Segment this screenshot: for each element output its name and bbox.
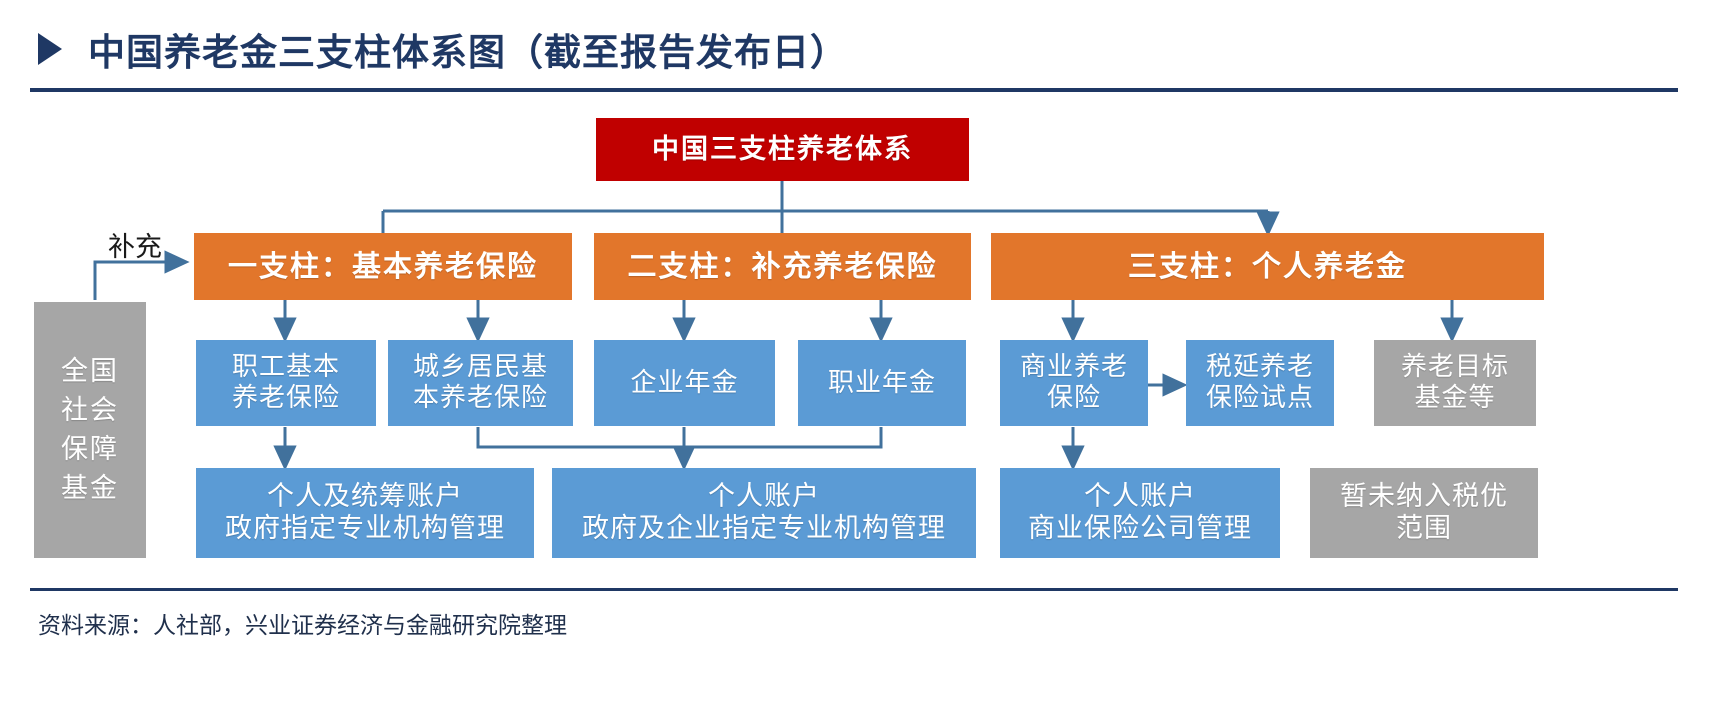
title-divider — [30, 88, 1678, 92]
node-line: 本养老保险 — [412, 383, 548, 413]
national-social-security-fund-node[interactable]: 全国 社会 保障 基金 — [34, 302, 146, 558]
account-line: 政府指定专业机构管理 — [225, 513, 505, 544]
node-tax-deferred-pension-pilot[interactable]: 税延养老 保险试点 — [1186, 340, 1334, 426]
pillar-2-label: 二支柱：补充养老保险 — [627, 249, 938, 284]
pillar-2-node[interactable]: 二支柱：补充养老保险 — [594, 233, 971, 300]
ssf-line: 保障 — [61, 434, 119, 465]
node-line: 职业年金 — [827, 367, 936, 398]
ssf-line: 全国 — [61, 355, 119, 387]
account-line: 个人账户 — [1084, 481, 1196, 513]
source-note: 资料来源：人社部，兴业证券经济与金融研究院整理 — [38, 613, 567, 639]
node-line: 养老保险 — [231, 383, 340, 413]
node-line: 保险 — [1046, 383, 1101, 413]
account-line: 暂未纳入税优 — [1340, 481, 1508, 513]
root-node-label: 中国三支柱养老体系 — [652, 133, 913, 165]
node-commercial-pension-insurance[interactable]: 商业养老 保险 — [1000, 340, 1148, 426]
ssf-line: 基金 — [61, 473, 119, 505]
node-employee-basic-pension[interactable]: 职工基本 养老保险 — [196, 340, 376, 426]
page-title: 中国养老金三支柱体系图（截至报告发布日） — [30, 22, 848, 76]
pillar-1-label: 一支柱：基本养老保险 — [227, 249, 538, 284]
node-target-date-fund[interactable]: 养老目标 基金等 — [1374, 340, 1536, 426]
account-line: 商业保险公司管理 — [1028, 513, 1252, 544]
root-node[interactable]: 中国三支柱养老体系 — [596, 118, 969, 181]
pillar-1-node[interactable]: 一支柱：基本养老保险 — [194, 233, 572, 300]
title-text: 中国养老金三支柱体系图（截至报告发布日） — [88, 30, 848, 74]
node-line: 商业养老 — [1019, 352, 1128, 383]
supplement-label: 补充 — [108, 232, 162, 263]
account-line: 政府及企业指定专业机构管理 — [582, 513, 946, 544]
node-line: 基金等 — [1414, 383, 1496, 413]
pillar-3-node[interactable]: 三支柱：个人养老金 — [991, 233, 1544, 300]
node-line: 企业年金 — [630, 367, 739, 398]
pillar-3-label: 三支柱：个人养老金 — [1127, 249, 1407, 284]
account-line: 个人账户 — [708, 481, 820, 513]
node-line: 保险试点 — [1205, 383, 1314, 413]
node-line: 养老目标 — [1400, 352, 1509, 383]
account-pillar-1[interactable]: 个人及统筹账户 政府指定专业机构管理 — [196, 468, 534, 558]
account-pillar-2[interactable]: 个人账户 政府及企业指定专业机构管理 — [552, 468, 976, 558]
ssf-line: 社会 — [61, 394, 119, 426]
node-line: 税延养老 — [1205, 352, 1314, 383]
account-line: 范围 — [1396, 513, 1452, 544]
triangle-right-icon — [38, 33, 62, 65]
account-not-tax-favored[interactable]: 暂未纳入税优 范围 — [1310, 468, 1538, 558]
footer-divider — [30, 588, 1678, 591]
node-line: 职工基本 — [231, 352, 340, 383]
node-urban-rural-resident-pension[interactable]: 城乡居民基 本养老保险 — [388, 340, 573, 426]
account-pillar-3[interactable]: 个人账户 商业保险公司管理 — [1000, 468, 1280, 558]
node-enterprise-annuity[interactable]: 企业年金 — [594, 340, 775, 426]
node-occupational-annuity[interactable]: 职业年金 — [798, 340, 966, 426]
node-line: 城乡居民基 — [412, 352, 548, 383]
account-line: 个人及统筹账户 — [267, 481, 463, 513]
